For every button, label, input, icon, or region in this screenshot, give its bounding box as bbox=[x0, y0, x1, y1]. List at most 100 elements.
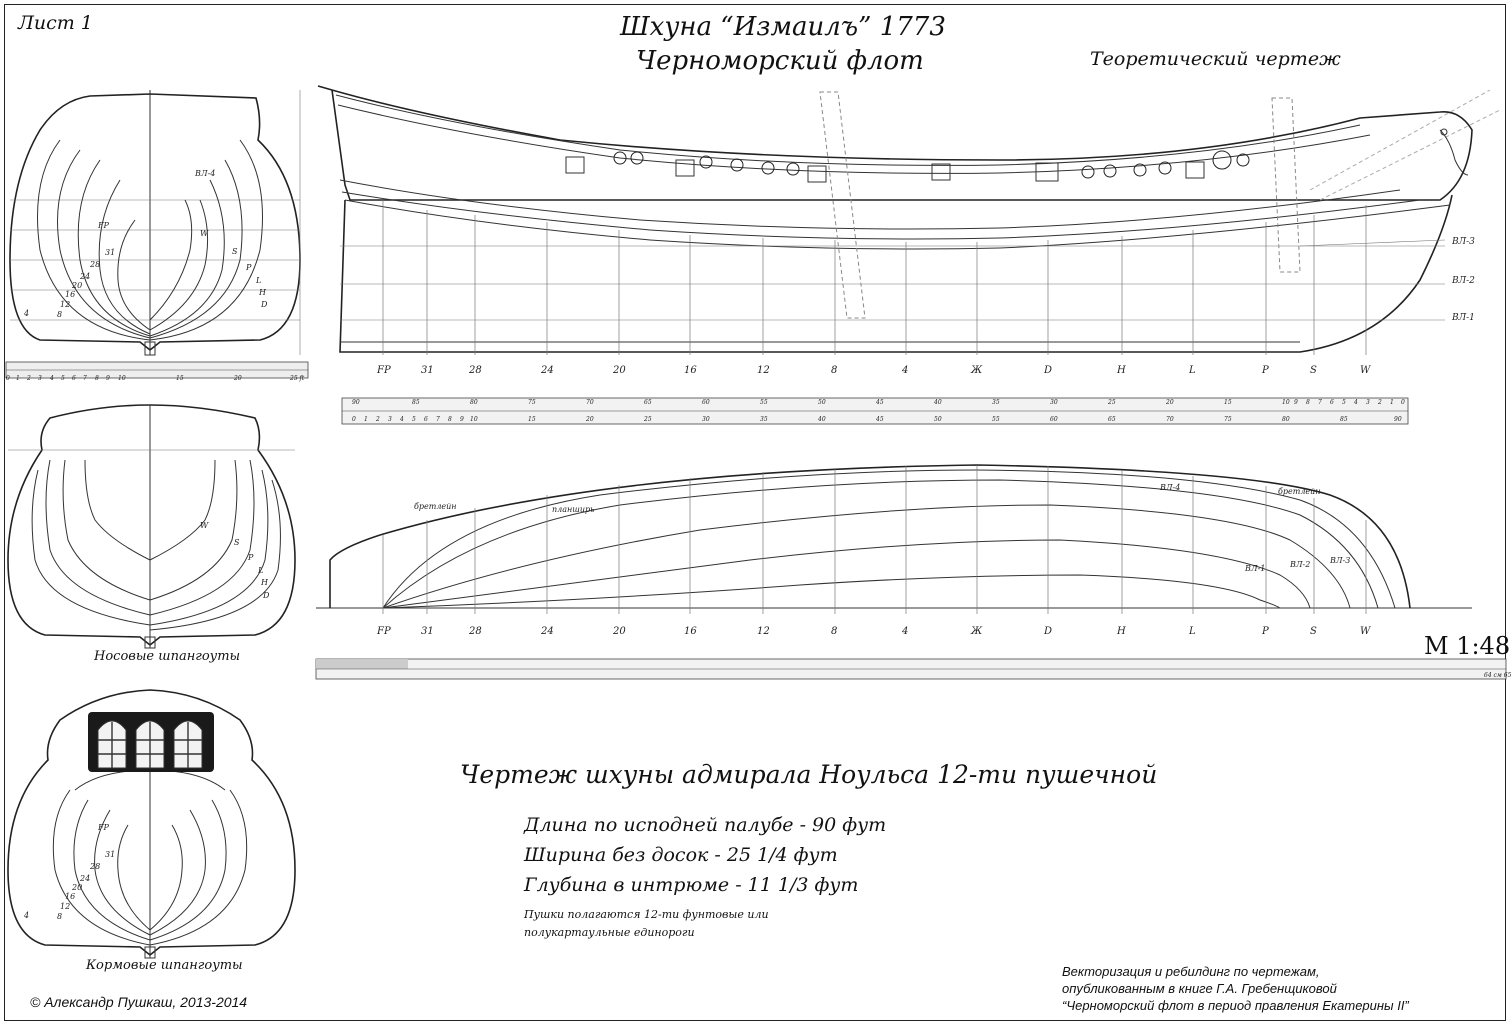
svg-text:FP: FP bbox=[376, 365, 391, 376]
svg-text:8: 8 bbox=[831, 626, 837, 637]
svg-text:4: 4 bbox=[901, 626, 908, 637]
svg-text:25 ft: 25 ft bbox=[289, 375, 305, 382]
svg-text:4: 4 bbox=[49, 375, 54, 382]
svg-text:2: 2 bbox=[1377, 399, 1382, 406]
svg-text:8: 8 bbox=[57, 912, 62, 921]
svg-text:W: W bbox=[1360, 365, 1371, 376]
svg-text:ВЛ-2: ВЛ-2 bbox=[1451, 276, 1475, 286]
body-plan-bow-labels: W S P L H D bbox=[200, 521, 270, 600]
body-plan-stern-labels: FP 31 28 24 20 16 12 8 4 bbox=[23, 823, 115, 921]
svg-text:S: S bbox=[1310, 365, 1317, 376]
label-vl4: ВЛ-4 bbox=[194, 169, 215, 178]
label-p: P bbox=[245, 263, 252, 272]
svg-text:28: 28 bbox=[468, 626, 482, 637]
label-16: 16 bbox=[65, 290, 75, 299]
scale-middle-bottom-numbers: 0 1 2 3 4 5 6 7 8 9 10 15 20 25 30 35 40… bbox=[352, 416, 1402, 423]
svg-text:2: 2 bbox=[375, 416, 380, 423]
label-31: 31 bbox=[105, 248, 115, 257]
svg-text:45: 45 bbox=[875, 399, 884, 406]
svg-text:6: 6 bbox=[72, 375, 76, 382]
svg-text:H: H bbox=[1116, 365, 1126, 376]
body-plan-bow bbox=[7, 404, 296, 649]
svg-text:40: 40 bbox=[817, 416, 826, 423]
waterline-labels-sheer: ВЛ-3 ВЛ-2 ВЛ-1 bbox=[1451, 237, 1475, 323]
svg-text:70: 70 bbox=[586, 399, 594, 406]
svg-text:бретлейн: бретлейн bbox=[414, 502, 457, 511]
svg-text:4: 4 bbox=[901, 365, 908, 376]
svg-text:24: 24 bbox=[540, 365, 554, 376]
svg-text:0: 0 bbox=[1401, 399, 1405, 406]
svg-text:W: W bbox=[1360, 626, 1371, 637]
svg-text:D: D bbox=[1043, 626, 1052, 637]
scale-long-end: 64 см 65 bbox=[1484, 672, 1512, 679]
svg-text:ВЛ-3: ВЛ-3 bbox=[1451, 237, 1475, 247]
svg-text:35: 35 bbox=[992, 399, 1000, 406]
svg-text:90: 90 bbox=[1394, 416, 1402, 423]
spec-length: Длина по исподней палубе - 90 фут bbox=[524, 814, 887, 836]
svg-text:7: 7 bbox=[436, 416, 440, 423]
svg-text:1: 1 bbox=[364, 416, 368, 423]
svg-text:3: 3 bbox=[38, 375, 42, 382]
svg-text:85: 85 bbox=[1340, 416, 1348, 423]
bow-frames-caption: Носовые шпангоуты bbox=[94, 649, 241, 664]
svg-text:P: P bbox=[1261, 365, 1269, 376]
svg-text:Ж: Ж bbox=[970, 626, 983, 637]
svg-text:2: 2 bbox=[26, 375, 31, 382]
scale-middle-top-numbers: 90 85 80 75 70 65 60 55 50 45 40 35 30 2… bbox=[352, 399, 1405, 406]
svg-text:20: 20 bbox=[233, 375, 242, 382]
svg-text:ВЛ-3: ВЛ-3 bbox=[1329, 556, 1350, 565]
svg-text:20: 20 bbox=[585, 416, 594, 423]
credit-line-1: Векторизация и ребилдинг по чертежам, bbox=[1062, 964, 1320, 979]
svg-text:16: 16 bbox=[684, 626, 697, 637]
svg-text:50: 50 bbox=[818, 399, 826, 406]
svg-text:ВЛ-1: ВЛ-1 bbox=[1451, 313, 1475, 323]
svg-text:8: 8 bbox=[95, 375, 99, 382]
label-12: 12 bbox=[60, 300, 70, 309]
svg-text:31: 31 bbox=[421, 626, 434, 637]
svg-text:75: 75 bbox=[528, 399, 536, 406]
svg-text:15: 15 bbox=[1224, 399, 1232, 406]
svg-text:ВЛ-4: ВЛ-4 bbox=[1159, 483, 1180, 492]
svg-text:12: 12 bbox=[757, 626, 770, 637]
small-scale-top bbox=[5, 361, 309, 379]
scale-label: М 1:48 bbox=[1424, 632, 1511, 660]
svg-text:FP: FP bbox=[97, 823, 110, 832]
svg-text:FP: FP bbox=[376, 626, 391, 637]
sheer-plan bbox=[317, 85, 1501, 355]
body-plan-top bbox=[9, 90, 301, 356]
svg-text:40: 40 bbox=[933, 399, 942, 406]
svg-text:9: 9 bbox=[460, 416, 464, 423]
body-plan-top-labels: ВЛ-4 FP 31 28 24 20 16 12 8 4 W S P L H … bbox=[23, 169, 268, 319]
svg-text:P: P bbox=[1261, 626, 1269, 637]
svg-text:28: 28 bbox=[468, 365, 482, 376]
small-scale-top-numbers: 0 1 2 3 4 5 6 7 8 9 10 15 20 25 ft bbox=[6, 375, 305, 382]
title-line-2: Черноморский флот bbox=[636, 46, 924, 76]
svg-text:S: S bbox=[1310, 626, 1317, 637]
station-labels-half-breadth: FP 31 28 24 20 16 12 8 4 Ж D H L P S W bbox=[376, 626, 1371, 637]
svg-text:30: 30 bbox=[702, 416, 710, 423]
credit-line-3: “Черноморский флот в период правления Ек… bbox=[1062, 998, 1409, 1013]
drawing-subtitle: Теоретический чертеж bbox=[1090, 48, 1341, 70]
svg-text:50: 50 bbox=[934, 416, 942, 423]
label-l: L bbox=[255, 276, 261, 285]
svg-text:30: 30 bbox=[1050, 399, 1058, 406]
svg-text:5: 5 bbox=[61, 375, 65, 382]
svg-text:8: 8 bbox=[448, 416, 452, 423]
svg-text:8: 8 bbox=[1306, 399, 1310, 406]
svg-text:85: 85 bbox=[412, 399, 420, 406]
label-28: 28 bbox=[89, 260, 100, 269]
sheet-label: Лист 1 bbox=[18, 12, 93, 34]
guns-note-2: полукартаульные единороги bbox=[524, 926, 695, 939]
svg-text:бретлейн: бретлейн bbox=[1278, 487, 1321, 496]
label-d: D bbox=[260, 300, 268, 309]
drawing-frame bbox=[4, 4, 1506, 1021]
svg-text:9: 9 bbox=[1294, 399, 1298, 406]
svg-text:H: H bbox=[260, 578, 269, 587]
title-line-1: Шхуна “Измаилъ” 1773 bbox=[620, 12, 946, 42]
svg-text:55: 55 bbox=[992, 416, 1000, 423]
svg-text:60: 60 bbox=[1050, 416, 1058, 423]
stern-windows bbox=[88, 712, 214, 772]
station-labels-sheer: FP 31 28 24 20 16 12 8 4 Ж D H L P S W bbox=[376, 365, 1371, 376]
svg-text:75: 75 bbox=[1224, 416, 1232, 423]
